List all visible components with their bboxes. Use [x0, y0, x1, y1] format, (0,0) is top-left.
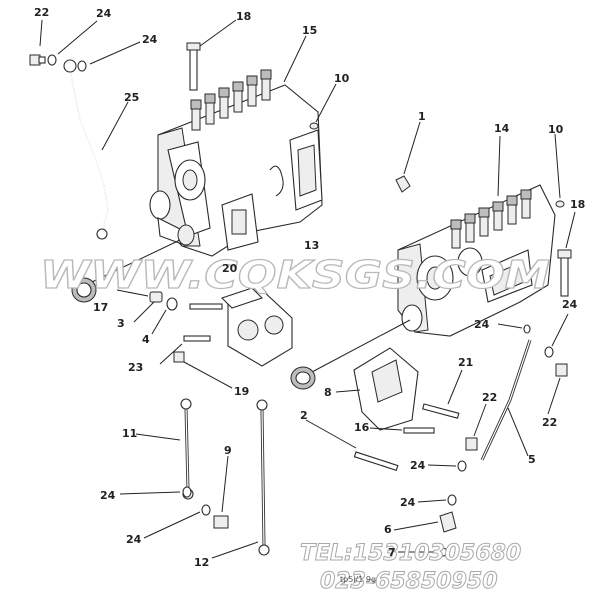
bolt-2: [353, 451, 399, 472]
label-9: 9: [224, 444, 232, 457]
watermark-phone: 023-65850950: [320, 569, 498, 594]
label-24-mid-a: 24: [474, 318, 490, 331]
bolt-21: [422, 403, 460, 419]
stud-18-left: [186, 42, 201, 91]
label-20: 20: [222, 262, 238, 275]
label-24-bot-b: 24: [126, 533, 142, 546]
label-24-mid-b: 24: [562, 298, 578, 311]
fuel-line-5: [480, 339, 532, 461]
label-22-top: 22: [34, 6, 49, 19]
fuel-tube-12: [256, 399, 270, 556]
watermark-site: WWW.CQKSGS.COM: [40, 253, 550, 297]
label-18-left: 18: [236, 10, 251, 23]
label-22-mid: 22: [482, 391, 497, 404]
label-3: 3: [117, 317, 125, 330]
leader-lines: [39, 19, 576, 559]
bolt-16: [403, 427, 435, 434]
label-5: 5: [528, 453, 536, 466]
label-17: 17: [93, 301, 108, 314]
fuel-tube-11: [180, 398, 194, 500]
sealing-washer-24-e: [457, 460, 467, 472]
drive-shaft-right: [290, 319, 411, 390]
sealing-washer-24-c: [523, 324, 531, 334]
label-24-top-b: 24: [142, 33, 158, 46]
screw-23: [183, 335, 211, 342]
pump-barrels-right: [450, 189, 532, 249]
washer-3: [149, 291, 163, 303]
label-19: 19: [234, 385, 249, 398]
label-18-right: 18: [570, 198, 585, 211]
bolt-20: [189, 303, 223, 310]
part-number-labels: 22 24 24 25 18 15 10 1 14 10 18 13 20 17…: [34, 6, 585, 569]
sealing-washer-24-a: [47, 54, 57, 66]
label-22-right: 22: [542, 416, 557, 429]
label-23: 23: [128, 361, 143, 374]
sealing-washer-24-d: [544, 346, 554, 358]
o-ring-7: [438, 547, 448, 557]
label-24-bot-a: 24: [100, 489, 116, 502]
label-13: 13: [304, 239, 319, 252]
label-4: 4: [142, 333, 150, 346]
pump-support-bracket-8: [353, 347, 419, 431]
banjo-bolt-22-top: [29, 54, 46, 66]
oil-line-25: [63, 59, 109, 240]
sealing-washer-24-g: [182, 486, 192, 498]
label-15: 15: [302, 24, 317, 37]
watermark-tel: TEL:15310305680: [300, 541, 521, 566]
pump-barrels-left: [190, 69, 272, 131]
stud-18-right: [557, 249, 572, 297]
plug-10-left: [309, 122, 319, 130]
label-24-low-b: 24: [400, 496, 416, 509]
label-1: 1: [418, 110, 426, 123]
label-24-top-a: 24: [96, 7, 112, 20]
banjo-bolt-22-b: [465, 437, 478, 451]
drive-shaft-left: [71, 239, 181, 303]
fuel-injection-pump-left: [149, 69, 323, 257]
label-10-left: 10: [334, 72, 350, 85]
elbow-fitting-1: [395, 175, 411, 193]
banjo-bolt-9: [213, 515, 229, 529]
label-2: 2: [300, 409, 308, 422]
connector-6: [439, 511, 457, 533]
fuel-injection-pump-right: [397, 184, 556, 337]
label-7: 7: [388, 546, 396, 559]
plug-10-right: [555, 200, 565, 208]
label-6: 6: [384, 523, 392, 536]
label-16: 16: [354, 421, 370, 434]
label-24-low-a: 24: [410, 459, 426, 472]
label-21: 21: [458, 356, 473, 369]
label-11: 11: [122, 427, 137, 440]
nut-19: [173, 351, 185, 363]
figure-code: tp5j/1 9g: [340, 575, 376, 584]
sealing-washer-24-h: [201, 504, 211, 516]
label-14: 14: [494, 122, 510, 135]
pump-mounting-adapter: [220, 287, 293, 367]
label-8: 8: [324, 386, 332, 399]
label-12: 12: [194, 556, 209, 569]
banjo-bolt-22-c: [555, 363, 568, 377]
label-25: 25: [124, 91, 139, 104]
label-10-right: 10: [548, 123, 564, 136]
o-ring-4: [166, 297, 178, 311]
sealing-washer-24-f: [447, 494, 457, 506]
sealing-washer-24-b: [77, 60, 87, 72]
